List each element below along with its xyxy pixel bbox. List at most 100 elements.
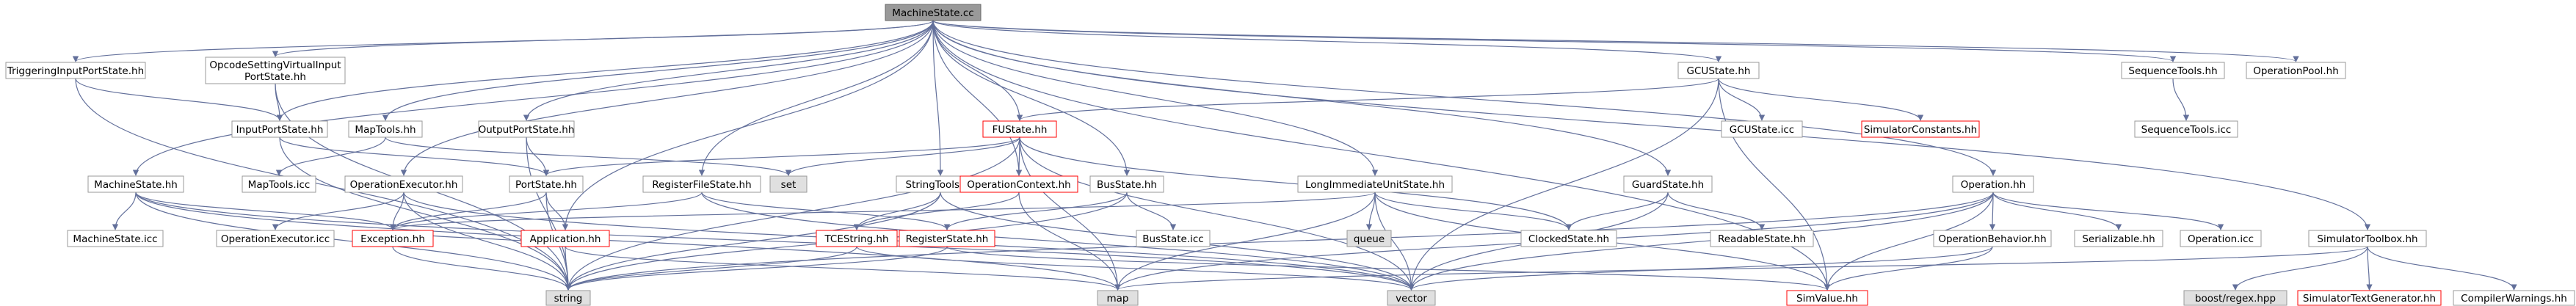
edge-outputport-to-string: [526, 136, 572, 291]
edge-root-to-stringtools: [932, 20, 944, 176]
edge-root-to-registerfile: [698, 20, 934, 176]
node-label-boostregex: boost/regex.hpp: [2195, 293, 2276, 305]
edge-operation-to-serializable: [1992, 192, 2122, 230]
node-gcustateicc[interactable]: GCUState.icc: [1721, 120, 1803, 138]
edge-sequencetools-to-sequencetoolsicc: [2172, 78, 2190, 121]
node-label-machinestate: MachineState.hh: [94, 179, 178, 191]
edge-gcustate-to-vector: [1408, 78, 1719, 291]
node-string: string: [545, 290, 591, 306]
node-operationexecutor[interactable]: OperationExecutor.hh: [344, 175, 463, 193]
node-readablestate[interactable]: ReadableState.hh: [1710, 230, 1814, 247]
node-machinestateicc[interactable]: MachineState.icc: [67, 230, 164, 247]
node-tcestring[interactable]: TCEString.hh: [816, 230, 898, 247]
node-application[interactable]: Application.hh: [520, 230, 610, 247]
node-label-opcodesetting_a-line2: PortState.hh: [244, 71, 306, 83]
node-box-maptools: [348, 120, 423, 138]
node-label-string: string: [554, 293, 583, 305]
node-box-boostregex: [2183, 290, 2287, 306]
node-label-fustate: FUState.hh: [993, 124, 1048, 136]
node-box-tcestring: [816, 230, 898, 247]
edge-simtoolbox-to-simtextgen: [2366, 246, 2373, 291]
edge-operationbehavior-to-vector: [1408, 246, 1993, 291]
edge-operation-to-operationicc: [1992, 192, 2224, 230]
node-label-sequencetoolsicc: SequenceTools.icc: [2141, 124, 2232, 136]
node-operationexecutoricc[interactable]: OperationExecutor.icc: [216, 230, 335, 247]
node-outputport[interactable]: OutputPortState.hh: [478, 120, 575, 138]
edge-gcustate-to-fustate: [1017, 78, 1719, 121]
node-box-readablestate: [1710, 230, 1814, 247]
edge-inputport-to-string: [279, 136, 572, 291]
edge-busstate-to-busstateicc: [1126, 192, 1177, 230]
node-registerfile[interactable]: RegisterFileState.hh: [642, 175, 761, 193]
node-simconstants[interactable]: SimulatorConstants.hh: [1861, 120, 1980, 138]
edge-root-to-application: [562, 20, 934, 230]
edge-simtoolbox-to-compilerwarnings: [2367, 246, 2517, 291]
node-busstate[interactable]: BusState.hh: [1089, 175, 1164, 193]
node-gcustate[interactable]: GCUState.hh: [1677, 62, 1760, 79]
node-box-guardstate: [1623, 175, 1713, 193]
node-box-gcustateicc: [1721, 120, 1803, 138]
edge-root-to-fustate: [932, 20, 1023, 121]
node-compilerwarnings[interactable]: CompilerWarnings.hh: [2453, 290, 2575, 306]
edge-busstate-to-registerstate: [943, 192, 1128, 230]
edge-machinestate-to-exception: [135, 192, 396, 230]
node-sequencetoolsicc[interactable]: SequenceTools.icc: [2134, 120, 2238, 138]
edge-tcestring-to-vector: [856, 246, 1415, 291]
node-box-vector: [1387, 290, 1436, 306]
node-simtoolbox[interactable]: SimulatorToolbox.hh: [2308, 230, 2427, 247]
node-operationicc[interactable]: Operation.icc: [2180, 230, 2262, 247]
node-box-root: [885, 4, 982, 21]
node-serializable[interactable]: Serializable.hh: [2074, 230, 2163, 247]
node-guardstate[interactable]: GuardState.hh: [1623, 175, 1713, 193]
edge-simtoolbox-to-map: [1114, 246, 2368, 291]
node-label-serializable: Serializable.hh: [2082, 233, 2155, 245]
edge-triggering-to-string: [75, 78, 572, 291]
edge-operationbehavior-to-simvalue: [1824, 246, 1993, 291]
edge-tcestring-to-string: [565, 246, 857, 291]
node-box-outputport: [478, 120, 575, 138]
node-box-maptoolsicc: [242, 175, 316, 193]
node-exception[interactable]: Exception.hh: [352, 230, 434, 247]
node-label-busstate: BusState.hh: [1097, 179, 1157, 191]
node-registerstate[interactable]: RegisterState.hh: [899, 230, 995, 247]
node-map: map: [1097, 290, 1139, 306]
node-operationpool[interactable]: OperationPool.hh: [2246, 62, 2346, 79]
node-box-fustate: [982, 120, 1057, 138]
edge-triggering-to-inputport: [75, 78, 283, 121]
node-box-simvalue: [1786, 290, 1868, 306]
node-portstate[interactable]: PortState.hh: [509, 175, 584, 193]
node-box-application: [520, 230, 610, 247]
node-simtextgen[interactable]: SimulatorTextGenerator.hh: [2297, 290, 2442, 306]
node-label-registerstate: RegisterState.hh: [906, 233, 989, 245]
node-box-sequencetools: [2121, 62, 2225, 79]
edge-operation-to-string: [565, 192, 1994, 291]
node-set: set: [769, 175, 808, 193]
node-label-stringtools: StringTools.hh: [906, 179, 976, 191]
node-label-maptools: MapTools.hh: [355, 124, 416, 136]
edge-root-to-outputport: [523, 20, 934, 121]
node-operationbehavior[interactable]: OperationBehavior.hh: [1933, 230, 2052, 247]
node-longimm[interactable]: LongImmediateUnitState.hh: [1297, 175, 1453, 193]
node-busstateicc[interactable]: BusState.icc: [1136, 230, 1211, 247]
node-simvalue[interactable]: SimValue.hh: [1786, 290, 1868, 306]
node-label-compilerwarnings: CompilerWarnings.hh: [2461, 293, 2567, 305]
node-label-simconstants: SimulatorConstants.hh: [1864, 124, 1977, 136]
node-box-operationcontext: [959, 175, 1078, 193]
node-maptools[interactable]: MapTools.hh: [348, 120, 423, 138]
edge-maptools-to-maptoolsicc: [275, 136, 386, 176]
node-inputport[interactable]: InputPortState.hh: [231, 120, 328, 138]
node-operationcontext[interactable]: OperationContext.hh: [959, 175, 1078, 193]
node-box-registerstate: [899, 230, 995, 247]
node-machinestate[interactable]: MachineState.hh: [87, 175, 184, 193]
node-label-sequencetools: SequenceTools.hh: [2128, 65, 2217, 77]
node-maptoolsicc[interactable]: MapTools.icc: [242, 175, 316, 193]
node-box-simtoolbox: [2308, 230, 2427, 247]
edge-root-to-operation: [932, 20, 1997, 176]
node-triggering[interactable]: TriggeringInputPortState.hh: [5, 62, 146, 79]
node-clockedstate[interactable]: ClockedState.hh: [1520, 230, 1617, 247]
node-sequencetools[interactable]: SequenceTools.hh: [2121, 62, 2225, 79]
node-operation[interactable]: Operation.hh: [1952, 175, 2034, 193]
edge-operationexecutor-to-operationexecutoricc: [272, 192, 404, 230]
node-fustate[interactable]: FUState.hh: [982, 120, 1057, 138]
